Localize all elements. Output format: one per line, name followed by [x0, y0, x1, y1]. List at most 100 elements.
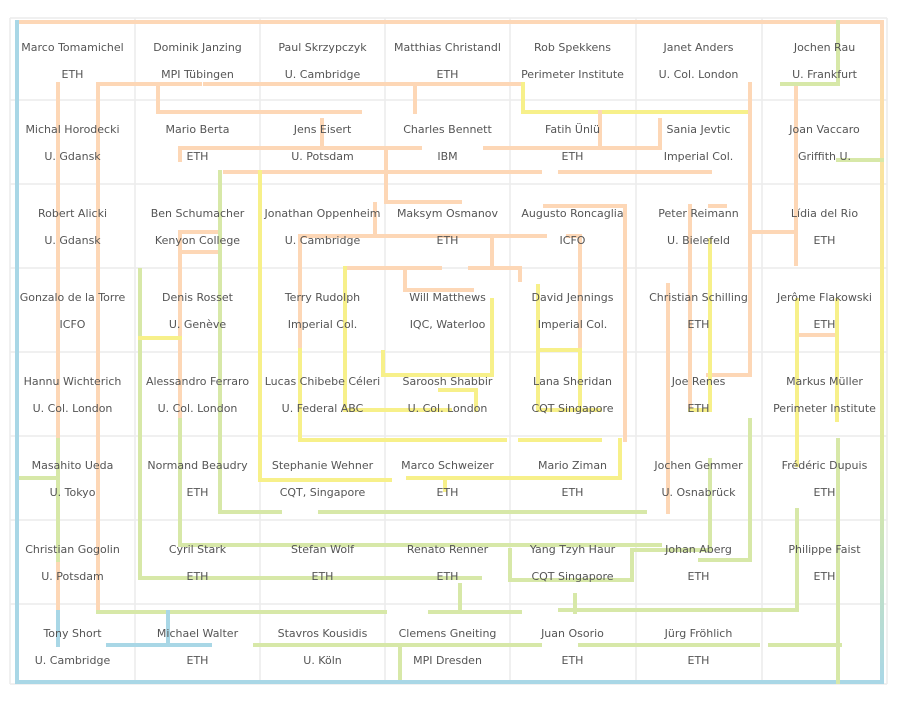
person-name: Maksym Osmanov — [396, 207, 499, 220]
person-name: Normand Beaudry — [147, 459, 248, 472]
person-name: Jochen Gemmer — [654, 459, 743, 472]
person-affiliation: U. Potsdam — [41, 570, 104, 583]
person-name: Fatih Ünlü — [545, 123, 600, 136]
person-name: Cyril Stark — [168, 543, 227, 556]
person-name: Augusto Roncaglia — [521, 207, 624, 220]
person-affiliation: Kenyon College — [154, 234, 241, 247]
person-name: Charles Bennett — [403, 123, 492, 136]
person-cell: Christian Gogolin U. Potsdam — [10, 535, 135, 619]
person-name: Robert Alicki — [37, 207, 108, 220]
maze-wall — [698, 418, 752, 562]
person-affiliation: ETH — [311, 570, 334, 583]
person-affiliation: U. Col. London — [157, 402, 238, 415]
maze-wall — [566, 234, 582, 372]
person-affiliation: Perimeter Institute — [773, 402, 876, 415]
person-name: Jürg Fröhlich — [664, 627, 733, 640]
person-affiliation: ICFO — [59, 318, 86, 331]
person-name: Paul Skrzypczyk — [278, 41, 367, 54]
person-affiliation: ETH — [687, 318, 710, 331]
maze-wall — [406, 438, 622, 480]
person-name: Christian Schilling — [649, 291, 748, 304]
person-cell: Robert Alicki U. Gdansk — [10, 199, 135, 283]
person-affiliation: ETH — [61, 68, 84, 81]
person-affiliation: CQT, Singapore — [279, 486, 366, 499]
person-affiliation: U. Osnabrück — [661, 486, 736, 499]
person-affiliation: Imperial Col. — [287, 318, 358, 331]
person-name: Dominik Janzing — [153, 41, 242, 54]
maze-wall — [15, 20, 402, 684]
maze-wall — [384, 146, 462, 204]
person-affiliation: U. Col. London — [407, 402, 488, 415]
person-affiliation: ETH — [436, 234, 459, 247]
person-affiliation: U. Potsdam — [291, 150, 354, 163]
person-name: Christian Gogolin — [25, 543, 120, 556]
person-name: Sania Jevtic — [666, 123, 731, 136]
maze-wall — [381, 298, 494, 377]
person-name: Peter Reimann — [658, 207, 739, 220]
person-name: Michal Horodecki — [25, 123, 120, 136]
person-name: Jochen Rau — [793, 41, 856, 54]
maze-wall — [106, 610, 212, 647]
person-affiliation: U. Gdansk — [44, 150, 101, 163]
person-name: Hannu Wichterich — [23, 375, 122, 388]
person-name: Markus Müller — [786, 375, 863, 388]
person-name: Denis Rosset — [162, 291, 233, 304]
maze-wall — [508, 458, 712, 582]
person-affiliation: U. Bielefeld — [667, 234, 730, 247]
maze-wall — [218, 170, 282, 514]
person-name: Janet Anders — [663, 41, 734, 54]
maze-wall — [543, 204, 627, 442]
person-affiliation: ETH — [436, 68, 459, 81]
person-name: Jonathan Oppenheim — [264, 207, 381, 220]
person-affiliation: U. Gdansk — [44, 234, 101, 247]
person-affiliation: CQT Singapore — [531, 570, 614, 583]
person-affiliation: U. Cambridge — [284, 234, 361, 247]
person-affiliation: U. Federal ABC — [281, 402, 364, 415]
person-affiliation: ETH — [186, 486, 209, 499]
person-name: Stefan Wolf — [290, 543, 355, 556]
person-affiliation: Griffith U. — [797, 150, 852, 163]
person-affiliation: ETH — [813, 234, 836, 247]
person-name: Will Matthews — [409, 291, 486, 304]
maze-wall — [748, 82, 794, 377]
maze-wall — [438, 388, 478, 412]
person-name: Juan Osorio — [541, 627, 604, 640]
maze-wall — [521, 82, 752, 114]
person-affiliation: U. Cambridge — [34, 654, 111, 667]
maze-wall — [138, 268, 482, 580]
person-affiliation: ETH — [687, 654, 710, 667]
maze-wall — [343, 266, 452, 412]
person-name: Joe Renes — [671, 375, 726, 388]
person-name: Philippe Faist — [788, 543, 861, 556]
person-affiliation: U. Köln — [303, 654, 342, 667]
person-name: Gonzalo de la Torre — [19, 291, 126, 304]
person-name: Tony Short — [43, 627, 102, 640]
person-name: Lídia del Rio — [790, 207, 859, 220]
person-name: Mario Berta — [165, 123, 230, 136]
person-affiliation: ETH — [186, 654, 209, 667]
